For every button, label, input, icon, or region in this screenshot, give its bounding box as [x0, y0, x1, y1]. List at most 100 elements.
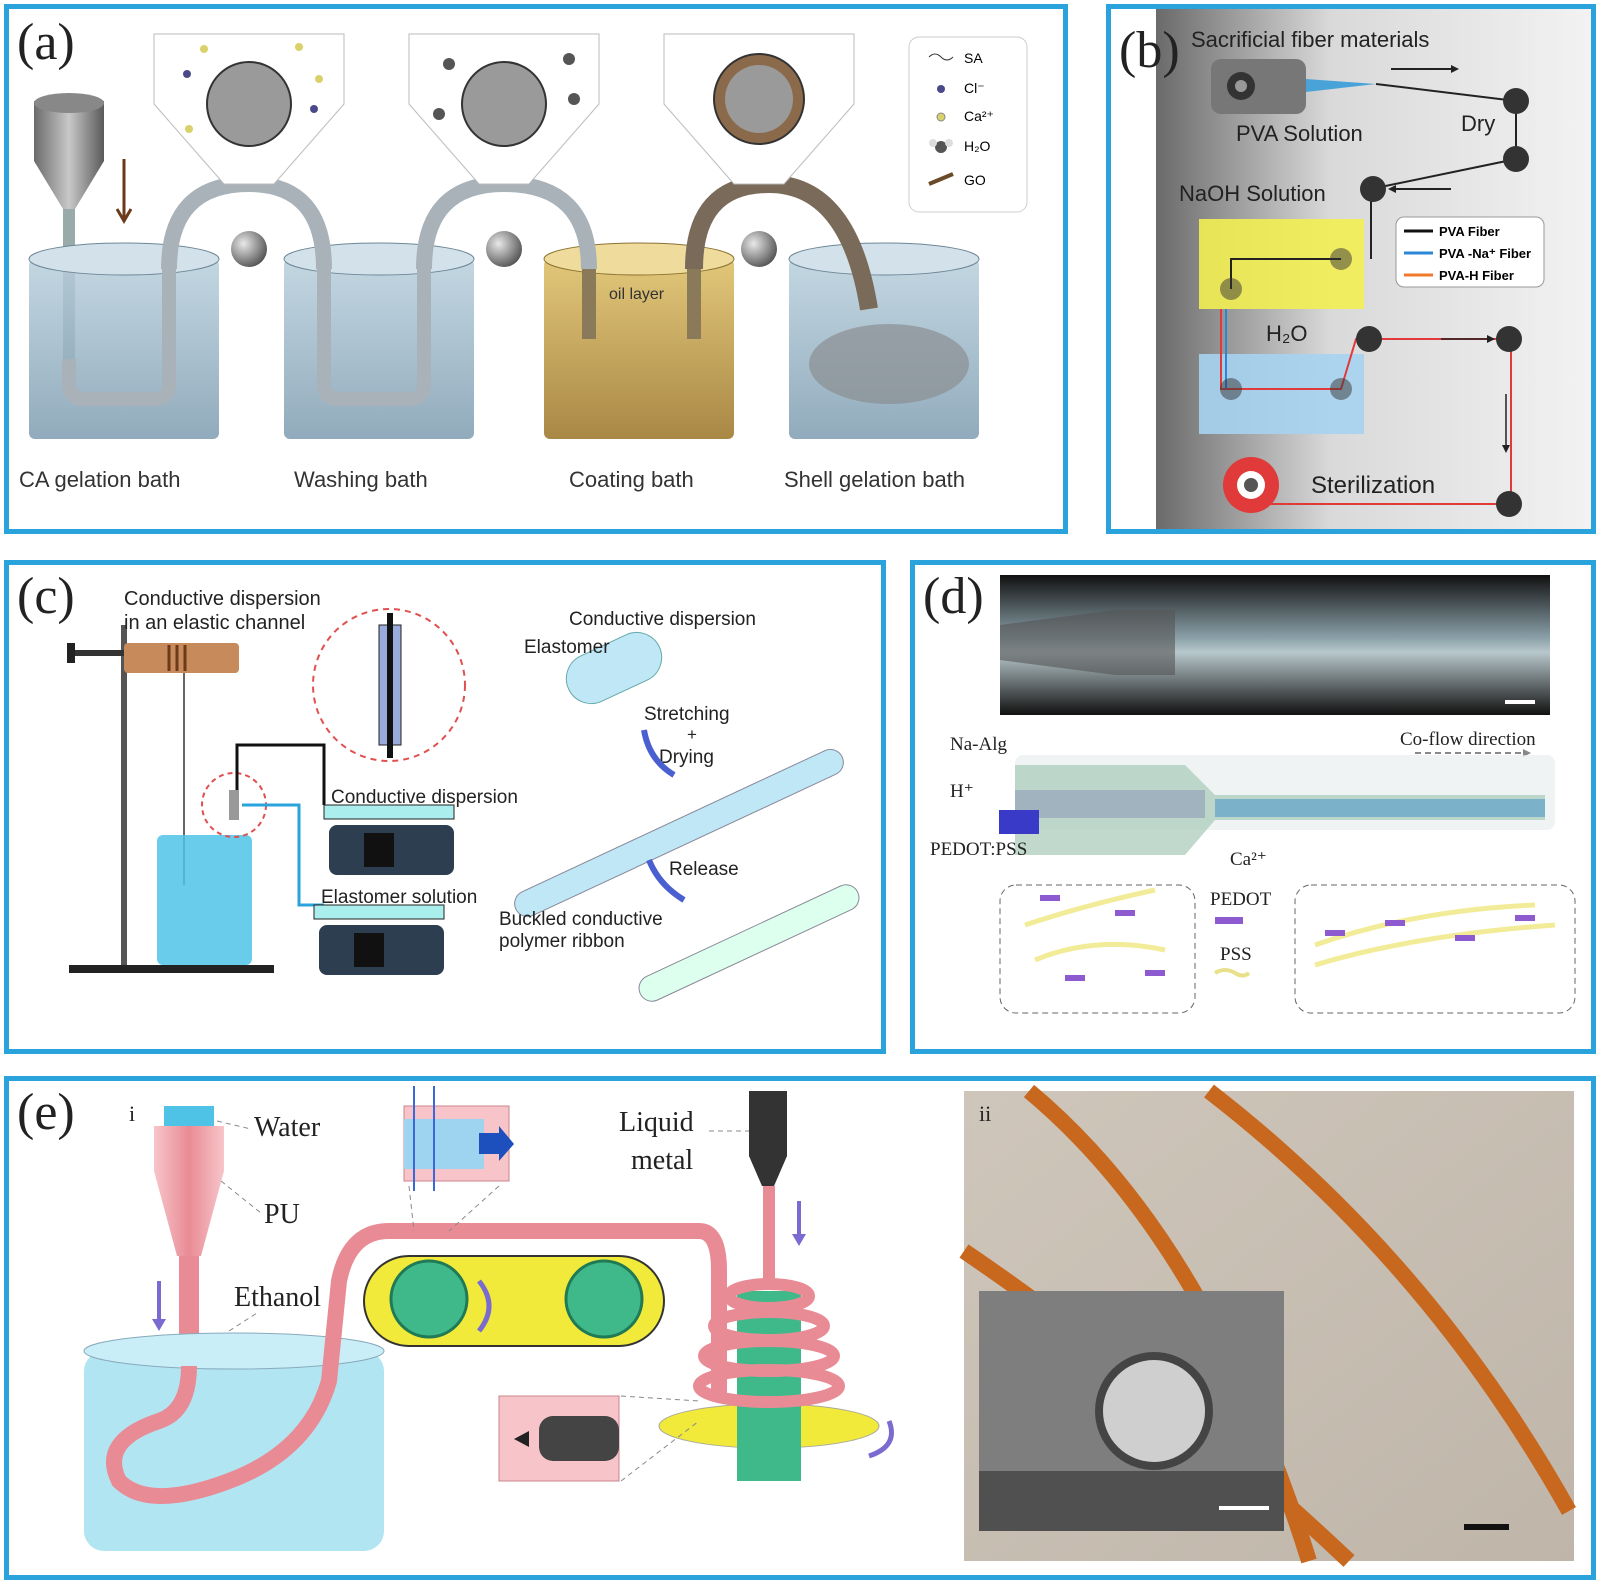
pva-solution-label: PVA Solution [1236, 121, 1363, 146]
oil-layer-label: oil layer [609, 286, 665, 303]
down-arrow-icon [152, 1319, 166, 1331]
inset-core-shell-top [403, 1086, 514, 1191]
water-label: Water [254, 1112, 321, 1143]
inset-washing [408, 33, 600, 185]
bath-label-washing: Washing bath [294, 467, 428, 492]
sub-label-i: i [129, 1101, 135, 1126]
fiber-cross-section [1095, 1352, 1213, 1470]
sub-label-ii: ii [979, 1101, 991, 1126]
pedot-pss-label: PEDOT:PSS [930, 839, 1027, 860]
inset-core-shell-bottom [498, 1395, 620, 1482]
fiber-core [1215, 799, 1545, 817]
panel-c: (c) Conductive dispersion in an elastic … [4, 560, 886, 1054]
elastomer-label: Elastomer [524, 637, 610, 658]
channel-title-1: Conductive dispersion [124, 588, 321, 610]
scale-bar [1219, 1506, 1269, 1510]
panel-b-legend [1395, 216, 1545, 288]
legend-h2o: H₂O [964, 138, 991, 154]
stretching-label: Stretching [644, 704, 730, 725]
coaxial-nozzle-icon [154, 1106, 224, 1366]
roller-left-icon [389, 1259, 469, 1339]
scale-bar [1464, 1524, 1509, 1530]
sacrificial-title: Sacrificial fiber materials [1191, 27, 1429, 52]
syringe-pump-1[interactable] [323, 804, 455, 875]
washing-bath [283, 242, 475, 439]
bath-label-shell: Shell gelation bath [784, 467, 965, 492]
liquid-metal-label-1: Liquid [619, 1107, 694, 1138]
pva-reservoir [1211, 59, 1306, 114]
elastomer-tube-icon [565, 631, 663, 705]
panel-e: (e) i Water PU Ethanol [4, 1076, 1596, 1580]
pedot-label: PEDOT [1210, 889, 1272, 910]
water-molecule-icon [929, 139, 953, 153]
roller-icon [741, 231, 777, 267]
plus-label: + [687, 725, 697, 744]
sterilization-label: Sterilization [1311, 472, 1435, 499]
drying-label: Drying [659, 747, 714, 768]
ribbon-label-1: Buckled conductive [499, 909, 663, 930]
panel-b: (b) Sacrificial fiber materials PVA Solu… [1106, 4, 1596, 534]
panel-a: (a) [4, 4, 1068, 534]
syringe-pump-2[interactable] [313, 904, 445, 975]
scale-bar [1505, 700, 1535, 704]
dry-label: Dry [1461, 111, 1495, 136]
panel-e-label: (e) [17, 1084, 75, 1141]
legend-ca: Ca²⁺ [964, 108, 994, 124]
guide-roller-icon [1220, 88, 1529, 517]
buckled-ribbon-icon [638, 884, 860, 1002]
pss-label: PSS [1220, 944, 1252, 965]
coating-bath [543, 242, 735, 439]
legend-pva-na-fiber: PVA -Na⁺ Fiber [1439, 246, 1531, 261]
h2o-label: H₂O [1266, 321, 1308, 346]
pedot-inlet [999, 810, 1039, 834]
bath-label-coating: Coating bath [569, 467, 694, 492]
liquid-metal-label-2: metal [631, 1145, 693, 1176]
roller-right-icon [564, 1259, 644, 1339]
panel-d: (d) Co-flow direction Na-Alg H⁺ PEDOT:PS… [910, 560, 1596, 1054]
panel-c-label: (c) [17, 568, 75, 625]
release-arrow-icon [646, 858, 686, 903]
pump-label-1: Conductive dispersion [331, 787, 518, 808]
ca-gelation-bath [28, 242, 220, 439]
helical-coil [693, 1278, 845, 1408]
panel-b-diagram: (b) Sacrificial fiber materials PVA Solu… [1111, 9, 1591, 529]
na-alg-label: Na-Alg [950, 734, 1007, 755]
pump-label-2: Elastomer solution [321, 887, 477, 908]
beaker-icon [157, 835, 252, 965]
panel-d-label: (d) [923, 568, 984, 625]
calcium-dot-icon [936, 112, 946, 122]
panel-c-diagram: Conductive dispersion in an elastic chan… [67, 588, 860, 1002]
zoom-box-left [999, 884, 1196, 1014]
zoom-circle [312, 608, 466, 762]
chloride-dot-icon [937, 85, 945, 93]
fiber-path [106, 1223, 727, 1504]
co-flow-label: Co-flow direction [1400, 729, 1536, 750]
ribbon-label-2: polymer ribbon [499, 931, 625, 952]
legend-cl: Cl⁻ [964, 80, 985, 96]
panel-b-label: (b) [1119, 22, 1180, 79]
spool-core [737, 1291, 801, 1481]
channel-title-2: in an elastic channel [124, 612, 305, 634]
shell-gelation-bath [788, 242, 980, 439]
spin-arrow-icon [868, 1420, 894, 1459]
h-plus-label: H⁺ [950, 781, 974, 802]
stretch-arrow-icon [641, 729, 676, 778]
panel-a-diagram: SA Cl⁻ Ca²⁺ H₂O GO oil layer CA gelation… [19, 33, 1028, 492]
roller-icon [486, 231, 522, 267]
rotate-arrow-icon [476, 1279, 492, 1333]
pu-label: PU [264, 1199, 300, 1230]
release-label: Release [669, 859, 739, 880]
zoom-box-right [1294, 884, 1576, 1014]
conductive-dispersion-label: Conductive dispersion [569, 609, 756, 630]
naoh-label: NaOH Solution [1179, 181, 1326, 206]
panel-e-diagram: i Water PU Ethanol Liquid metal [83, 1084, 1576, 1567]
pss-legend-icon [1213, 968, 1251, 978]
legend-pva-fiber: PVA Fiber [1439, 224, 1500, 239]
legend-go: GO [964, 172, 986, 188]
stretched-fiber [514, 748, 844, 918]
sa-strand-icon [928, 53, 954, 61]
legend-pva-h-fiber: PVA-H Fiber [1439, 268, 1514, 283]
ethanol-label: Ethanol [234, 1282, 321, 1313]
liquid-metal-nozzle-icon [749, 1091, 787, 1186]
legend-sa: SA [964, 50, 983, 66]
